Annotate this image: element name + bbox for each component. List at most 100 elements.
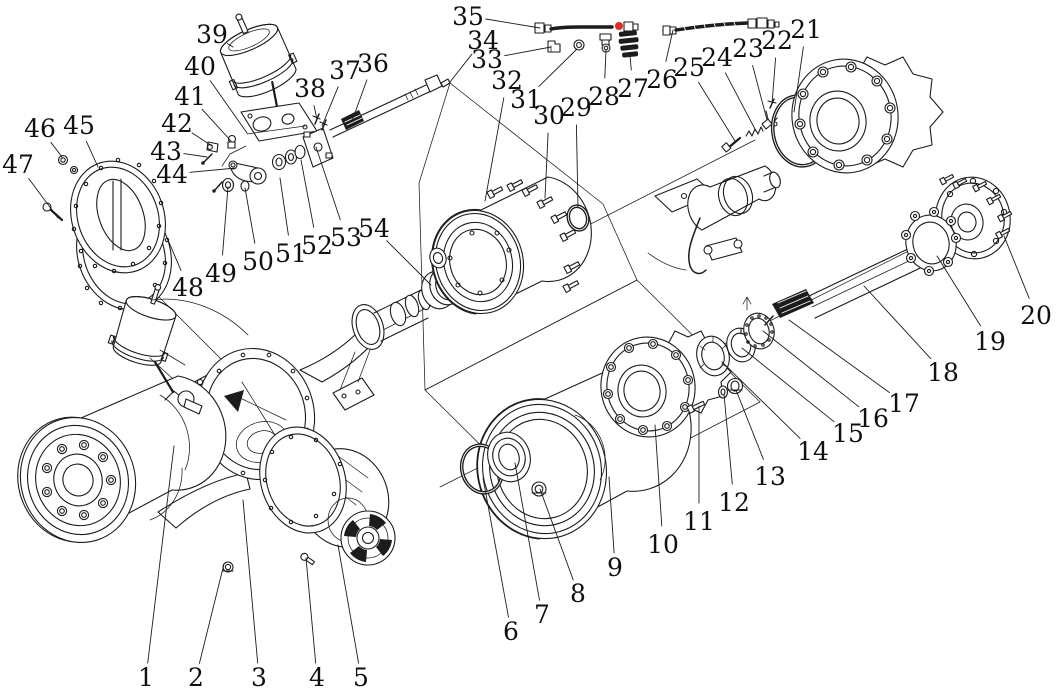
part-number-36: 36	[357, 49, 389, 78]
part-number-28: 28	[588, 82, 620, 111]
leader-line-14	[721, 361, 801, 439]
leader-line-21	[793, 46, 804, 113]
part-number-32: 32	[491, 66, 523, 95]
part-number-19: 19	[974, 327, 1006, 356]
brake-chamber-39	[219, 13, 298, 112]
leader-line-39	[226, 43, 234, 48]
leader-line-12	[723, 393, 733, 485]
differential-carrier	[259, 426, 396, 566]
leader-line-10	[654, 424, 663, 527]
nut-8	[531, 481, 547, 497]
part-number-53: 53	[330, 223, 362, 252]
part-number-14: 14	[797, 437, 829, 466]
leader-line-54	[386, 240, 432, 286]
part-number-54: 54	[358, 214, 390, 243]
leader-line-30	[544, 132, 549, 199]
part-number-20: 20	[1020, 301, 1052, 330]
part-number-51: 51	[275, 239, 307, 268]
leader-line-37	[321, 86, 339, 127]
hub-stud-nuts	[794, 61, 896, 171]
leader-line-51	[279, 177, 289, 236]
leader-line-38	[313, 105, 318, 120]
part-number-4: 4	[309, 663, 325, 692]
leader-line-44	[189, 167, 237, 173]
part-number-23: 23	[732, 34, 764, 63]
part-number-18: 18	[927, 358, 959, 387]
leader-line-25	[698, 81, 736, 142]
leader-line-7	[514, 462, 540, 601]
flange-cover-45	[70, 157, 166, 274]
rubber-boot-27	[618, 30, 639, 58]
part-number-11: 11	[683, 507, 715, 536]
leader-line-15	[741, 347, 835, 423]
leader-line-40	[209, 80, 248, 134]
bearing-ring-7	[487, 431, 531, 483]
part-number-7: 7	[534, 600, 550, 629]
part-number-43: 43	[150, 137, 182, 166]
leader-line-22	[771, 57, 777, 105]
wheel-hub-upper	[791, 56, 944, 174]
part-number-22: 22	[761, 26, 793, 55]
leader-line-23	[752, 64, 768, 121]
clip-33	[547, 40, 561, 53]
drain-plug-2	[222, 561, 234, 573]
part-number-16: 16	[857, 404, 889, 433]
part-number-1: 1	[138, 663, 154, 692]
part-number-24: 24	[701, 43, 733, 72]
leader-line-18	[863, 285, 932, 360]
leader-line-48	[167, 239, 182, 271]
grommet-31	[573, 39, 585, 51]
housing-lower-arm	[157, 472, 251, 529]
part-number-9: 9	[607, 553, 623, 582]
nuts-46	[57, 154, 79, 175]
leader-line-49	[222, 186, 229, 256]
part-number-31: 31	[510, 85, 542, 114]
leader-line-31	[538, 48, 578, 87]
leader-line-5	[337, 544, 360, 664]
axle-housing-assembly	[17, 283, 396, 573]
wheel-hub-10	[600, 330, 732, 438]
part-number-39: 39	[196, 20, 228, 49]
red-marker-dot	[615, 22, 623, 30]
part-number-52: 52	[301, 231, 333, 260]
part-number-46: 46	[24, 114, 56, 143]
hub10-stud-nuts	[602, 338, 694, 436]
leader-line-2	[198, 563, 225, 664]
leader-line-47	[28, 178, 59, 219]
wheel-stud-nuts	[41, 439, 117, 521]
axle-spindle	[332, 289, 431, 411]
part-number-44: 44	[156, 160, 188, 189]
part-number-48: 48	[172, 273, 204, 302]
part-number-15: 15	[832, 419, 864, 448]
part-number-3: 3	[251, 663, 267, 692]
part-number-49: 49	[205, 259, 237, 288]
part-number-41: 41	[174, 82, 206, 111]
leader-line-35	[485, 18, 541, 29]
leader-line-42	[191, 132, 213, 147]
part-number-2: 2	[188, 663, 204, 692]
part-number-27: 27	[617, 74, 649, 103]
part-number-40: 40	[184, 52, 216, 81]
part-number-45: 45	[63, 111, 95, 140]
part-number-26: 26	[646, 65, 678, 94]
part-number-33: 33	[471, 45, 503, 74]
brake-drum-32	[429, 176, 592, 315]
part-number-37: 37	[329, 56, 361, 85]
leader-line-43	[183, 153, 208, 158]
leader-line-36	[351, 79, 368, 122]
camshaft-36	[329, 74, 451, 138]
camshaft-spindle-assembly	[647, 98, 781, 275]
bolt-4	[300, 552, 315, 566]
leader-line-53	[315, 146, 341, 221]
leader-line-27	[629, 55, 632, 71]
part-number-47: 47	[2, 150, 34, 179]
leader-line-41	[201, 108, 232, 142]
leader-line-13	[735, 389, 764, 460]
leader-line-19	[936, 255, 981, 327]
leader-line-24	[724, 72, 757, 132]
leader-line-29	[575, 124, 579, 208]
part-number-8: 8	[570, 579, 586, 608]
wheel-studs-30	[486, 179, 581, 293]
leader-line-32	[484, 97, 505, 202]
